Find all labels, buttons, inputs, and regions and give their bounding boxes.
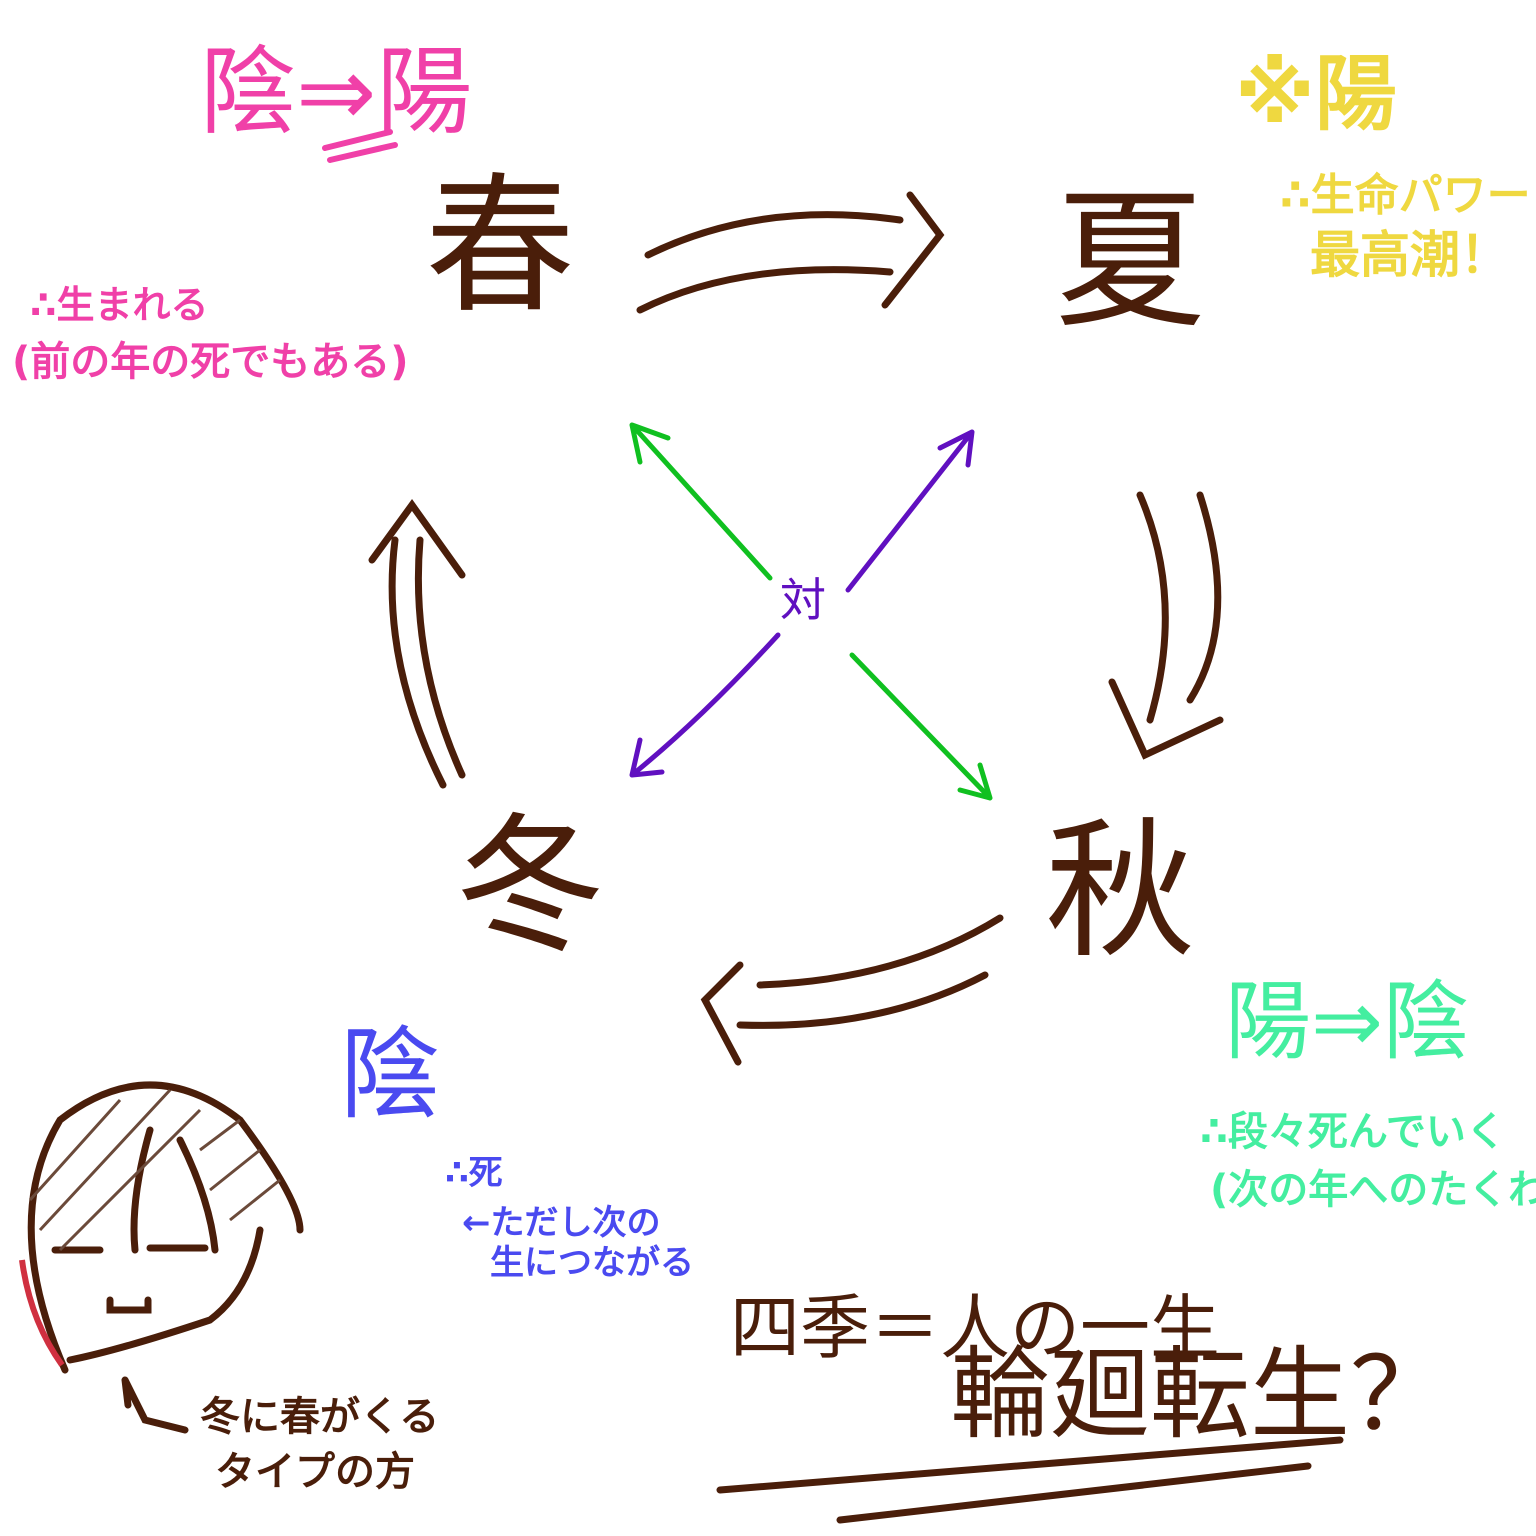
summer-title: ※陽 [1235,47,1397,142]
conclusion-line1: 四季＝人の一生 [730,1287,1220,1369]
spring-line2: (前の年の死でもある) [12,339,409,385]
winter-line1: ∴死 [445,1153,503,1193]
autumn-line1: ∴段々死んでいく [1200,1109,1506,1155]
arrow-center-to-summer [845,429,975,593]
summer-line2: 最高潮！ [1310,226,1510,284]
season-spring: 春 [425,160,576,334]
winter-title: 陰 [340,1016,440,1133]
conclusion-line2: 輪廻転生？ [950,1336,1450,1453]
summer-line1: ∴生命パワー [1280,170,1531,221]
character-sketch [27,1081,304,1434]
arrow-summer-to-autumn [1108,491,1224,760]
season-winter: 冬 [455,800,606,974]
spring-title: 陰⇒陽 [200,36,473,148]
arrow-center-to-winter [629,632,781,778]
caption-line2: タイプの方 [215,1449,415,1495]
arrow-center-to-autumn [849,652,993,801]
season-summer: 夏 [1055,175,1206,349]
hair-hatching [28,1088,281,1252]
hair-highlight [19,1259,65,1367]
winter-line2: ←ただし次の [462,1203,661,1243]
underline [716,1436,1344,1524]
spring-title-arrow-stroke [322,129,398,163]
autumn-line2: (次の年へのたくわえ) [1210,1167,1536,1213]
arrow-spring-to-summer [636,191,945,314]
caption-line1: 冬に春がくる [200,1394,440,1440]
center-label: 対 [780,573,826,627]
winter-line3: 生につながる [490,1243,694,1283]
arrow-autumn-to-winter [700,914,1004,1066]
arrow-center-to-spring [629,422,773,581]
arrow-winter-to-spring [368,499,466,789]
season-autumn: 秋 [1045,805,1196,979]
autumn-title: 陽⇒陰 [1225,972,1470,1072]
spring-line1: ∴生まれる [30,283,209,327]
